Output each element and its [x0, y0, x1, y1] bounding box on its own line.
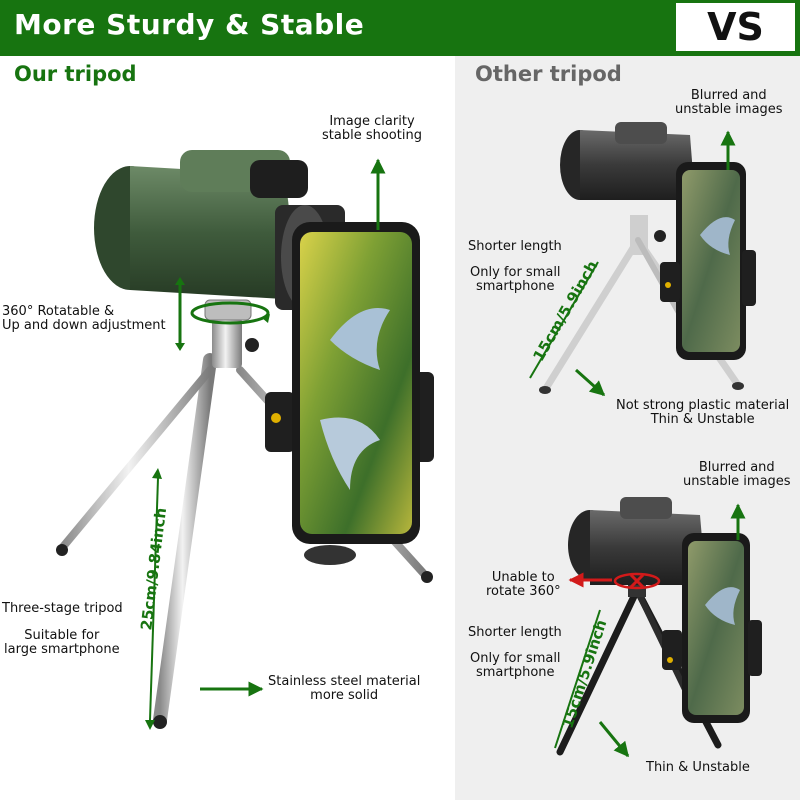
- large-phone-label: Suitable for large smartphone: [4, 628, 120, 657]
- length-line-icon: [149, 477, 159, 721]
- rotation-arrow-icon: [190, 301, 270, 325]
- green-monocular: [94, 150, 345, 310]
- length-bottom-line-icon: [554, 609, 601, 749]
- three-stage-label: Three-stage tripod: [2, 601, 123, 616]
- no-rotate-label: Unable to rotate 360°: [486, 570, 561, 599]
- plastic-label: Not strong plastic material Thin & Unsta…: [616, 398, 790, 427]
- no-rotate-ring-icon: [613, 572, 661, 590]
- thin-label: Thin & Unstable: [646, 760, 750, 775]
- shorter-top-label: Shorter length: [468, 239, 562, 254]
- steel-label: Stainless steel material more solid: [268, 674, 421, 703]
- length-top-line-icon: [529, 261, 599, 379]
- arrow-plastic-icon: [575, 368, 606, 397]
- page-title: More Sturdy & Stable: [14, 8, 365, 41]
- shorter-bottom-label: Shorter length: [468, 625, 562, 640]
- other-bottom-tripod: [556, 497, 762, 756]
- small-phone-top-label: Only for small smartphone: [470, 265, 561, 294]
- our-tripod-heading: Our tripod: [14, 62, 137, 86]
- arrow-thin-icon: [598, 721, 630, 758]
- other-tripod-heading: Other tripod: [475, 62, 622, 86]
- vs-label: VS: [707, 5, 764, 49]
- vs-badge: VS: [676, 3, 795, 51]
- no-rotate-cross-icon: [629, 573, 645, 589]
- blurred-top-label: Blurred and unstable images: [675, 88, 783, 117]
- header-banner: More Sturdy & Stable VS: [0, 0, 800, 56]
- clarity-label: Image clarity stable shooting: [322, 114, 422, 143]
- our-smartphone: [265, 222, 434, 565]
- small-phone-bottom-label: Only for small smartphone: [470, 651, 561, 680]
- rotate-label: 360° Rotatable & Up and down adjustment: [2, 304, 166, 333]
- blurred-bottom-label: Blurred and unstable images: [683, 460, 791, 489]
- other-top-tripod: [539, 122, 756, 394]
